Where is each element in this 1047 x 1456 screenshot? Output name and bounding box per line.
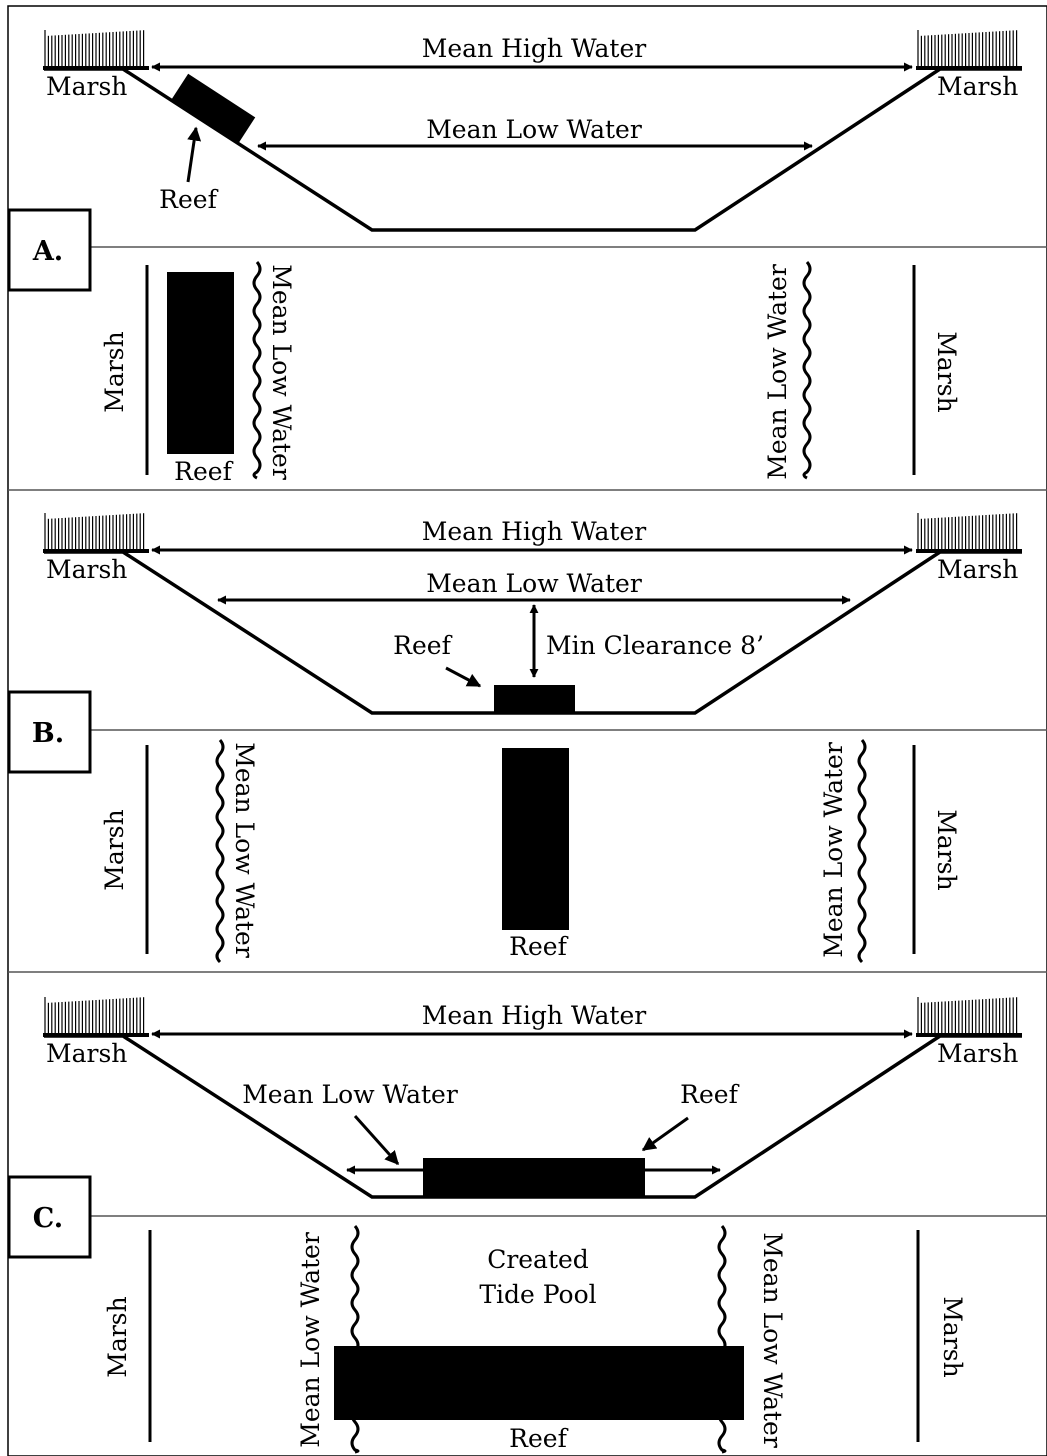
panel-b-plan-view: Marsh Marsh Mean Low Water Mean Low Wate… (100, 739, 961, 964)
mean-low-water-shoreline (252, 261, 262, 480)
mean-low-water-label: Mean Low Water (267, 264, 296, 480)
min-clearance-label: Min Clearance 8’ (546, 631, 764, 660)
mean-low-water-shoreline (350, 1225, 360, 1454)
reef-pointer-arrow (445, 666, 482, 688)
mean-low-water-shoreline (717, 1225, 727, 1454)
marsh-grass-icon (43, 30, 149, 70)
reef-block (167, 272, 234, 454)
panel-a-plan-view: Marsh Marsh Mean Low Water Mean Low Wate… (100, 261, 961, 486)
marsh-grass-icon (916, 513, 1022, 553)
panel-a-cross-section: Marsh Marsh Mean High Water Mean Low Wat… (43, 30, 1022, 232)
reef-label: Reef (174, 457, 233, 486)
reef-block (334, 1346, 744, 1420)
panel-tag-b: B. (7, 690, 92, 774)
marsh-label: Marsh (46, 1039, 127, 1068)
marsh-label: Marsh (103, 1296, 132, 1377)
reef-label: Reef (680, 1080, 739, 1109)
marsh-label: Marsh (100, 809, 129, 890)
mean-low-water-label: Mean Low Water (296, 1232, 325, 1448)
marsh-label: Marsh (937, 72, 1018, 101)
marsh-grass-icon (43, 513, 149, 553)
marsh-label: Marsh (46, 555, 127, 584)
mean-low-water-label: Mean Low Water (819, 742, 848, 958)
mean-low-water-label: Mean Low Water (230, 742, 259, 958)
mean-low-water-label: Mean Low Water (763, 264, 792, 480)
marsh-label: Marsh (100, 331, 129, 412)
marsh-label: Marsh (932, 331, 961, 412)
mean-low-water-shoreline (857, 739, 867, 964)
marsh-grass-icon (916, 30, 1022, 70)
outer-frame (7, 5, 1047, 1456)
reef-label: Reef (509, 932, 568, 961)
mean-high-water-label: Mean High Water (422, 34, 646, 63)
mean-low-water-label: Mean Low Water (426, 569, 642, 598)
marsh-label: Marsh (932, 809, 961, 890)
reef-label: Reef (393, 631, 452, 660)
marsh-label: Marsh (938, 1296, 967, 1377)
reef-block (423, 1158, 645, 1198)
reef-label: Reef (159, 185, 218, 214)
mean-low-water-shoreline (802, 261, 812, 480)
reef-block (494, 685, 575, 714)
reef-pointer-arrow (641, 1116, 689, 1152)
tide-pool-label: Tide Pool (479, 1280, 596, 1309)
reef-label: Reef (509, 1424, 568, 1453)
mean-high-water-label: Mean High Water (422, 1001, 646, 1030)
mean-high-water-label: Mean High Water (422, 517, 646, 546)
marsh-grass-icon (916, 997, 1022, 1037)
marsh-grass-icon (43, 997, 149, 1037)
panel-c-plan-view: Marsh Marsh Mean Low Water Mean Low Wate… (103, 1225, 967, 1454)
mean-low-water-shoreline (215, 739, 225, 964)
marsh-label: Marsh (937, 555, 1018, 584)
panel-tag-a-label: A. (32, 236, 63, 267)
mean-low-water-label: Mean Low Water (758, 1232, 787, 1448)
marsh-label: Marsh (46, 72, 127, 101)
panel-b-cross-section: Marsh Marsh Mean High Water Mean Low Wat… (43, 513, 1022, 715)
panel-tag-b-label: B. (32, 718, 64, 749)
panel-tag-c: C. (7, 1175, 92, 1259)
reef-pointer-arrow (186, 126, 202, 183)
panel-tag-c-label: C. (33, 1203, 63, 1234)
reef-block (170, 73, 256, 145)
mean-low-water-label: Mean Low Water (426, 115, 642, 144)
channel-profile (44, 67, 1022, 232)
reef-block (502, 748, 569, 930)
panel-tag-a: A. (7, 208, 92, 292)
mean-low-water-label: Mean Low Water (242, 1080, 458, 1109)
created-label: Created (487, 1245, 589, 1274)
marsh-label: Marsh (937, 1039, 1018, 1068)
panel-c-cross-section: Marsh Marsh Mean High Water Mean Low Wat… (43, 997, 1022, 1199)
mean-low-water-pointer-arrow (353, 1114, 400, 1166)
